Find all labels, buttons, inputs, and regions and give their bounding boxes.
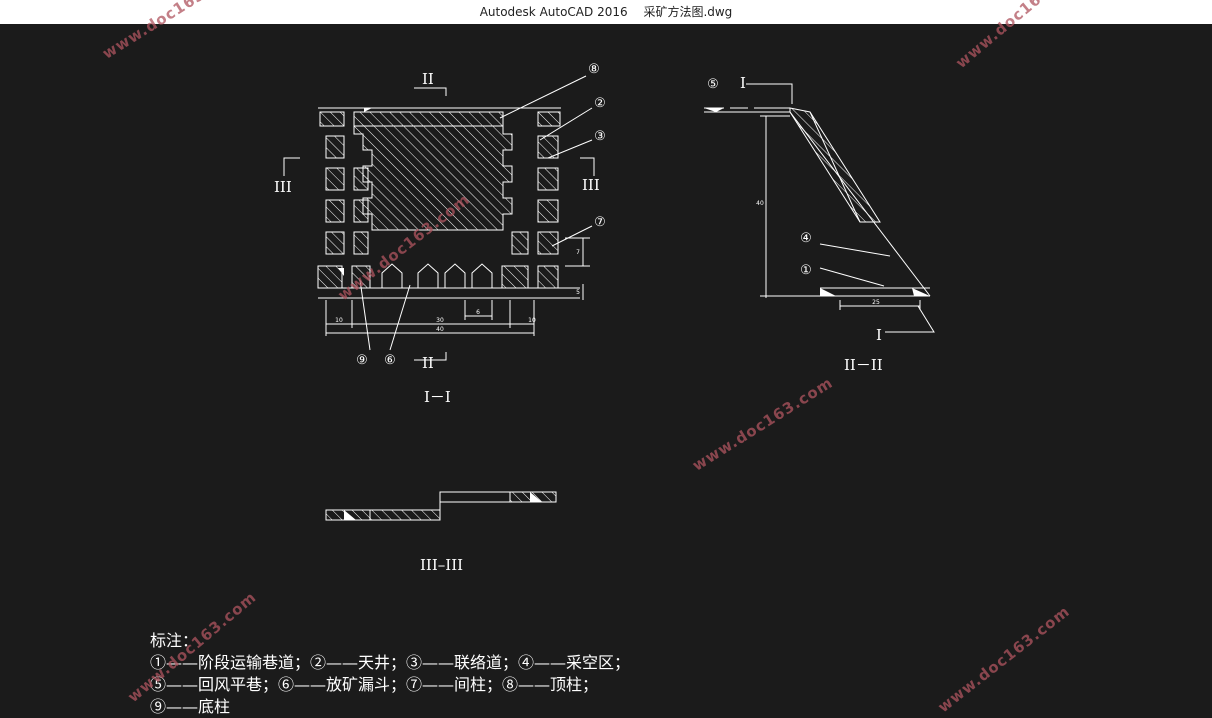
cad-drawing: II II III III I－I ⑧ ② ③ ⑦ ⑨ ⑥ 10 30 6 40… [274, 62, 935, 574]
section-label-ii-ii: II－II [844, 356, 883, 374]
file-name: 采矿方法图.dwg [643, 5, 733, 19]
cut-marker-i-bottom: I [876, 326, 882, 344]
cut-marker-i-top: I [740, 74, 746, 92]
callout-1: ① [800, 263, 812, 278]
callout-7: ⑦ [594, 215, 606, 230]
callout-2: ② [594, 96, 606, 111]
dim-d1: 10 [335, 317, 343, 324]
legend: 标注： ①——阶段运输巷道；②——天井；③——联络道；④——采空区； ⑤——回风… [150, 630, 630, 718]
dim-d3: 6 [476, 309, 480, 316]
cut-marker-ii-bottom: II [422, 354, 434, 372]
section-iii-iii [325, 491, 557, 521]
dim-d2: 30 [436, 317, 444, 324]
section-label-iii-iii: III–III [420, 556, 463, 574]
callout-8: ⑧ [588, 62, 600, 77]
callout-4: ④ [800, 231, 812, 246]
legend-line-1: ①——阶段运输巷道；②——天井；③——联络道；④——采空区； [150, 653, 631, 672]
cut-marker-ii-top: II [422, 70, 434, 88]
section-ii-ii [704, 83, 935, 333]
callout-6: ⑥ [384, 353, 396, 368]
dim-d4: 40 [436, 326, 444, 333]
title-bar: Autodesk AutoCAD 2016 采矿方法图.dwg [0, 0, 1212, 24]
cut-marker-iii-left: III [274, 178, 292, 196]
callout-9: ⑨ [356, 353, 368, 368]
dim-d7: 5 [576, 289, 580, 296]
section-label-i-i: I－I [424, 388, 451, 406]
callout-5: ⑤ [707, 77, 719, 92]
legend-title: 标注： [150, 631, 199, 650]
dim-d8: 40 [756, 200, 764, 207]
legend-line-2: ⑤——回风平巷；⑥——放矿漏斗；⑦——间柱；⑧——顶柱； [150, 675, 599, 694]
cut-marker-iii-right: III [582, 176, 600, 194]
drawing-canvas[interactable]: II II III III I－I ⑧ ② ③ ⑦ ⑨ ⑥ 10 30 6 40… [0, 24, 1212, 711]
dim-d6: 7 [576, 249, 580, 256]
legend-line-3: ⑨——底柱 [150, 697, 231, 716]
app-title: Autodesk AutoCAD 2016 [479, 5, 628, 19]
dim-d9: 25 [872, 299, 880, 306]
section-i-i [283, 75, 595, 361]
dim-d5: 10 [528, 317, 536, 324]
callout-3: ③ [594, 129, 606, 144]
